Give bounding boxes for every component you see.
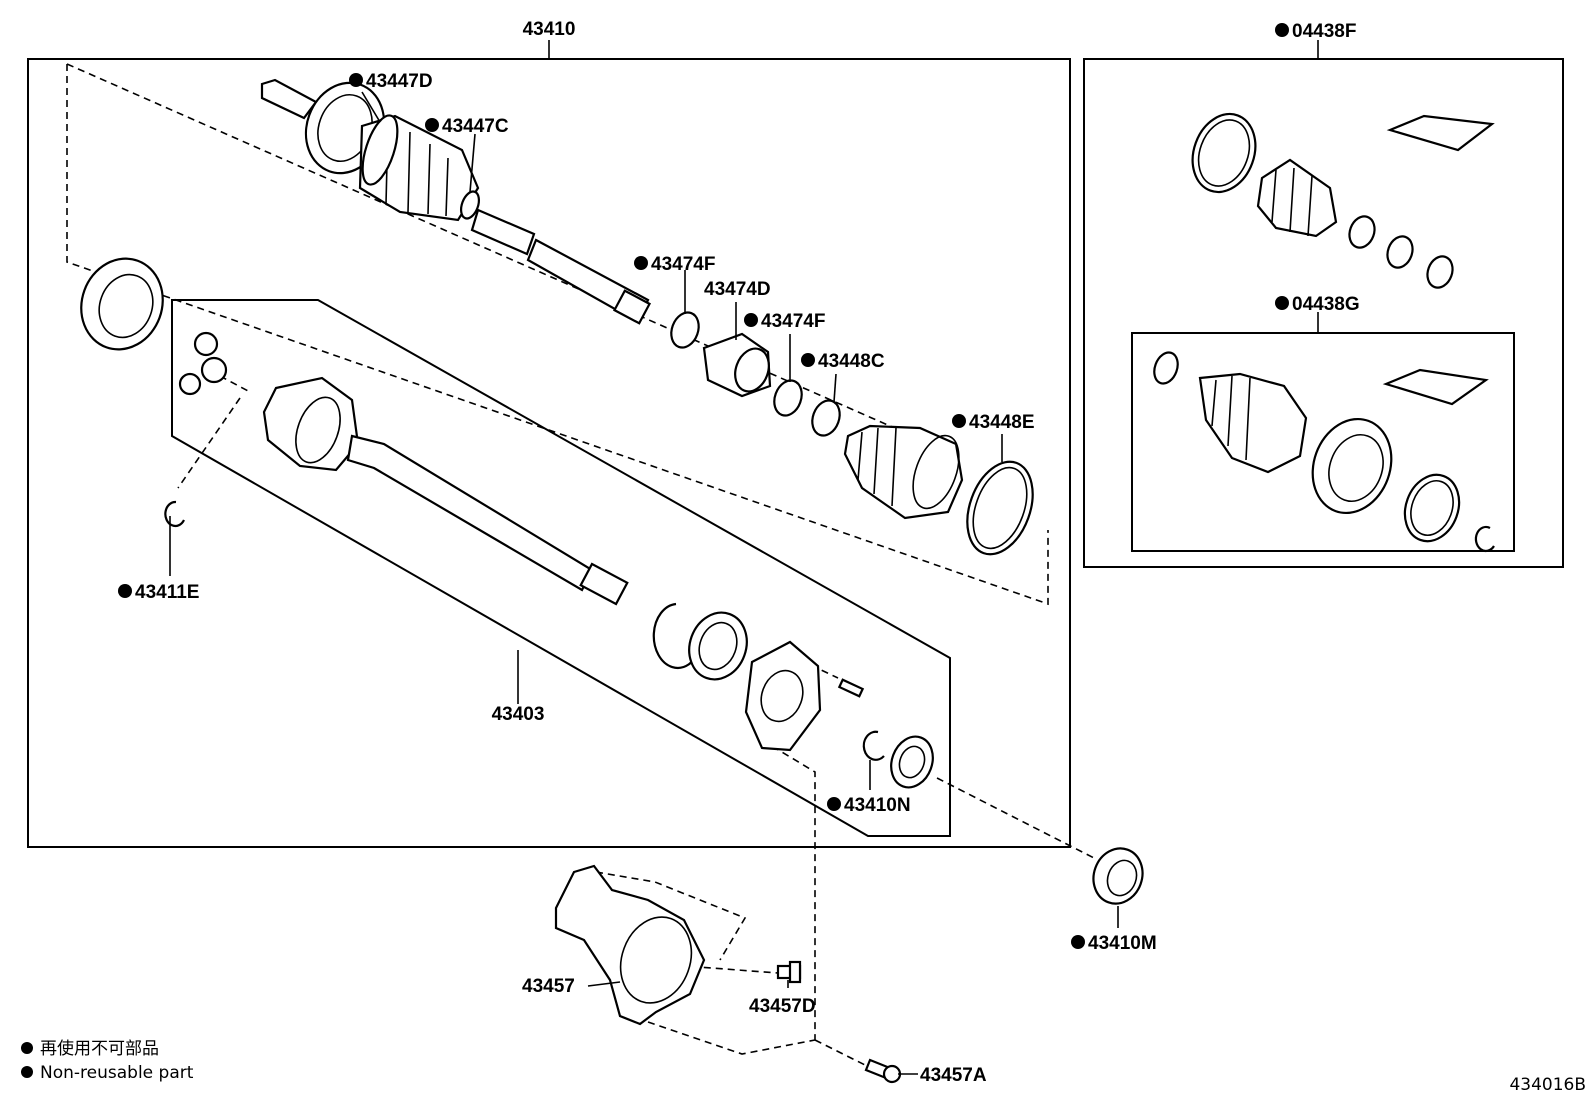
label-43457D: 43457D bbox=[749, 996, 816, 1017]
shaft-spline bbox=[612, 289, 652, 325]
clamp-43474F-a bbox=[670, 311, 700, 349]
inner-boot bbox=[843, 424, 964, 520]
bolt-43457A bbox=[864, 1058, 902, 1084]
label-43457A: 43457A bbox=[920, 1065, 987, 1086]
label-43474F-a: 43474F bbox=[651, 254, 715, 275]
nonreusable-marker-icon bbox=[952, 414, 966, 428]
kit-f-clamp-c bbox=[1426, 255, 1454, 289]
boot-clamp-43447C bbox=[459, 190, 481, 220]
legend-jp: 再使用不可部品 bbox=[40, 1038, 159, 1059]
dash-bearing-down bbox=[761, 739, 816, 1040]
label-leaders bbox=[169, 91, 1119, 1075]
nonreusable-marker-icon bbox=[801, 353, 815, 367]
dash-spider bbox=[219, 375, 251, 393]
clamp-43448C bbox=[811, 399, 841, 437]
label-43474F-b: 43474F bbox=[761, 311, 825, 332]
nonreusable-marker-icon bbox=[425, 118, 439, 132]
nonreusable-marker-icon bbox=[1071, 935, 1085, 949]
label-43447D: 43447D bbox=[366, 71, 433, 92]
legend-en: Non-reusable part bbox=[40, 1063, 194, 1083]
label-43411E: 43411E bbox=[135, 582, 199, 603]
kit-f-grease-pack bbox=[1386, 114, 1495, 152]
kit-g-joint-cover bbox=[1311, 417, 1393, 515]
oil-seal bbox=[890, 735, 934, 789]
bearing-support-bracket bbox=[554, 864, 902, 1084]
nonreusable-marker-icon bbox=[118, 584, 132, 598]
dash-seal-43410M bbox=[936, 777, 1095, 859]
legend-marker-icon bbox=[21, 1042, 33, 1054]
kit-g-big-clamp bbox=[1403, 473, 1461, 543]
label-43474D: 43474D bbox=[704, 279, 771, 300]
kit-f-boot bbox=[1256, 158, 1338, 238]
inboard-joint-left bbox=[80, 257, 228, 528]
label-43403: 43403 bbox=[492, 704, 545, 725]
legend: 再使用不可部品 Non-reusable part bbox=[21, 1038, 194, 1083]
frame-04438F bbox=[1083, 58, 1564, 568]
boot-clamp-43447D bbox=[361, 114, 399, 186]
inboard-boot-left bbox=[80, 257, 164, 351]
inner-shaft-spline bbox=[579, 562, 629, 606]
part-labels: 43410 43447D 43447C 43474F 43474D 43474F… bbox=[118, 19, 1360, 1086]
dash-bracket-bottom bbox=[647, 1021, 816, 1055]
kit-f-clamp-a bbox=[1348, 215, 1376, 249]
tripod-spider bbox=[178, 331, 228, 396]
nonreusable-marker-icon bbox=[1275, 23, 1289, 37]
kit-g-grease-pack bbox=[1382, 368, 1489, 406]
kit-f-big-clamp bbox=[1191, 112, 1257, 194]
frame-04438G bbox=[1131, 332, 1515, 552]
inner-shaft-assembly bbox=[262, 376, 934, 789]
label-43448E: 43448E bbox=[969, 412, 1035, 433]
frame-43403 bbox=[171, 299, 951, 837]
nonreusable-marker-icon bbox=[634, 256, 648, 270]
nonreusable-marker-icon bbox=[1275, 296, 1289, 310]
snap-ring-43410N bbox=[862, 730, 885, 761]
label-43457: 43457 bbox=[522, 976, 575, 997]
kit-f-clamp-b bbox=[1386, 235, 1414, 269]
nonreusable-marker-icon bbox=[827, 797, 841, 811]
snap-ring-43411E bbox=[164, 500, 185, 528]
inner-shaft bbox=[346, 434, 594, 592]
legend-marker-icon bbox=[21, 1066, 33, 1078]
inboard-housing bbox=[262, 376, 360, 472]
kit-04438G-parts bbox=[1153, 351, 1495, 553]
damper-group bbox=[670, 311, 841, 437]
nonreusable-marker-icon bbox=[349, 73, 363, 87]
outer-stub-shaft bbox=[260, 78, 318, 120]
bearing bbox=[688, 611, 748, 681]
label-43448C: 43448C bbox=[818, 351, 885, 372]
clamp-43448E bbox=[966, 460, 1034, 556]
label-04438F: 04438F bbox=[1292, 21, 1356, 42]
bearing-bracket bbox=[744, 640, 822, 752]
kit-g-boot bbox=[1198, 372, 1308, 474]
bolt-43457D bbox=[776, 960, 802, 984]
figure-code: 434016B bbox=[1509, 1075, 1586, 1095]
dash-top-outline bbox=[66, 64, 1049, 606]
seal-43410M bbox=[1092, 847, 1144, 905]
kit-g-small-clamp bbox=[1153, 351, 1179, 385]
nonreusable-marker-icon bbox=[744, 313, 758, 327]
shaft-section-a bbox=[470, 208, 536, 256]
kit-g-snap-ring bbox=[1474, 525, 1495, 553]
label-43410M: 43410M bbox=[1088, 933, 1157, 954]
inner-boot-group bbox=[843, 424, 1034, 556]
dash-bolt-A bbox=[814, 1039, 876, 1071]
dash-spider-clip bbox=[177, 397, 241, 489]
kit-04438F-parts bbox=[1191, 112, 1495, 289]
bracket-43457 bbox=[554, 864, 706, 1026]
outer-shaft-assembly bbox=[260, 78, 652, 325]
dash-bracket-outline bbox=[595, 871, 747, 961]
label-43410N: 43410N bbox=[844, 795, 911, 816]
bracket-pin bbox=[837, 678, 865, 698]
label-43447C: 43447C bbox=[442, 116, 509, 137]
label-04438G: 04438G bbox=[1292, 294, 1360, 315]
clamp-43474F-b bbox=[773, 379, 803, 417]
label-43410: 43410 bbox=[523, 19, 576, 40]
assembly-frames bbox=[27, 40, 1564, 848]
